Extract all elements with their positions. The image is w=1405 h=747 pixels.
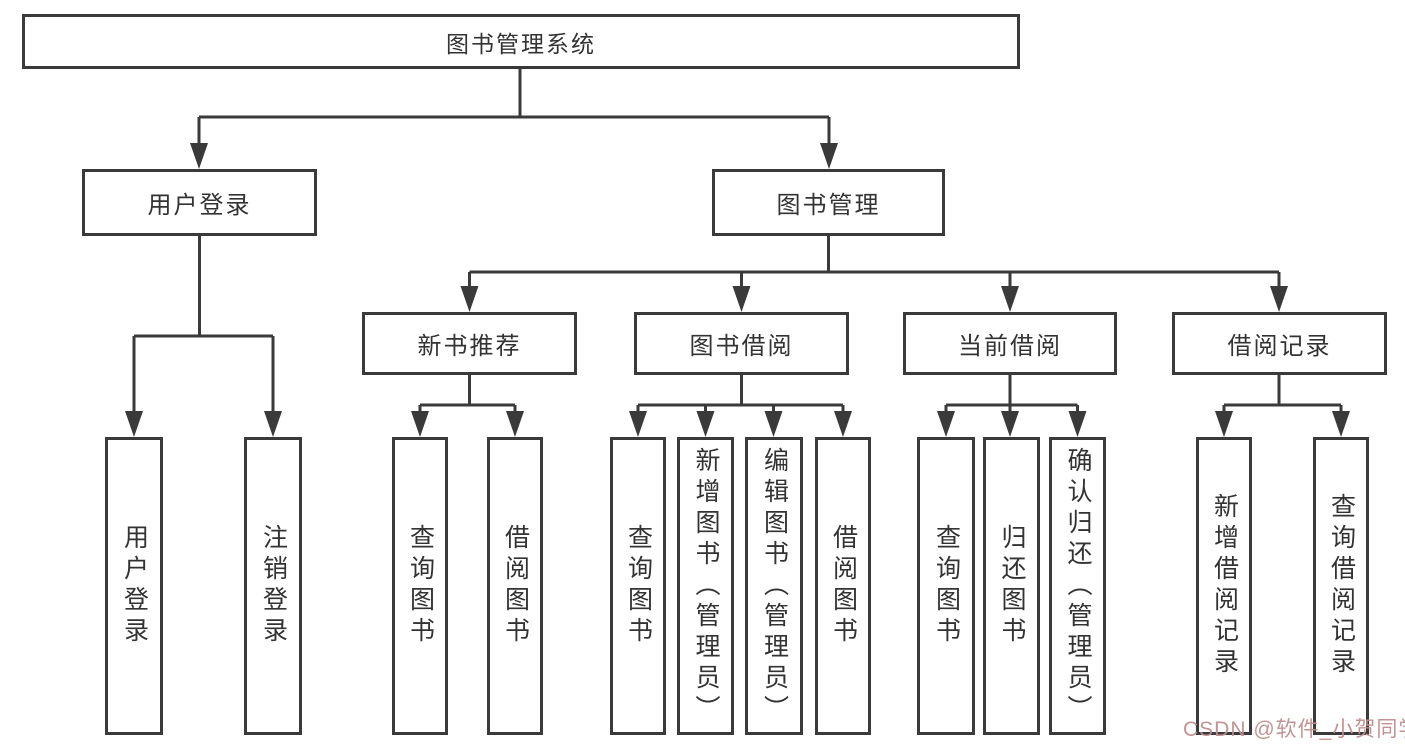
leaf-query-books-borrow: 查询图书 <box>610 437 666 735</box>
node-label: 确认归还（管理员） <box>1064 446 1092 726</box>
node-label: 新增图书（管理员） <box>692 446 720 726</box>
node-label: 归还图书 <box>998 524 1026 648</box>
node-label: 借阅记录 <box>1227 333 1332 360</box>
node-label: 图书管理 <box>776 192 881 219</box>
node-label: 编辑图书（管理员） <box>760 446 789 726</box>
node-label: 用户登录 <box>120 524 149 648</box>
node-label: 图书管理系统 <box>446 30 596 57</box>
node-book-borrowing: 图书借阅 <box>634 312 849 375</box>
node-borrowing-records: 借阅记录 <box>1172 312 1387 375</box>
node-label: 用户登录 <box>147 192 252 219</box>
node-library-management-system: 图书管理系统 <box>22 14 1020 69</box>
node-label: 借阅图书 <box>501 524 530 648</box>
leaf-query-books-current: 查询图书 <box>917 437 975 735</box>
watermark: CSDN @软件_小贺同学 <box>1183 718 1405 741</box>
leaf-query-borrow-record: 查询借阅记录 <box>1313 437 1369 735</box>
leaf-borrow-books: 借阅图书 <box>815 437 871 735</box>
leaf-borrow-books-recommend: 借阅图书 <box>487 437 543 735</box>
leaf-confirm-return-admin: 确认归还（管理员） <box>1049 437 1106 735</box>
node-label: 查询图书 <box>406 524 435 648</box>
node-label: 新增借阅记录 <box>1210 493 1239 679</box>
leaf-add-borrow-record: 新增借阅记录 <box>1196 437 1252 735</box>
node-new-book-recommendation: 新书推荐 <box>362 312 577 375</box>
node-label: 查询借阅记录 <box>1327 493 1356 679</box>
node-user-login: 用户登录 <box>82 169 317 236</box>
node-label: 新书推荐 <box>417 333 522 360</box>
leaf-return-books: 归还图书 <box>983 437 1040 735</box>
node-label: 图书借阅 <box>689 333 794 360</box>
node-label: 借阅图书 <box>829 524 858 648</box>
node-current-borrowing: 当前借阅 <box>903 312 1117 375</box>
leaf-user-login: 用户登录 <box>105 437 163 735</box>
node-label: 查询图书 <box>624 524 653 648</box>
node-label: 当前借阅 <box>958 333 1062 360</box>
node-label: 注销登录 <box>259 524 288 648</box>
node-book-management: 图书管理 <box>712 169 945 236</box>
node-label: 查询图书 <box>932 524 961 648</box>
leaf-logout: 注销登录 <box>244 437 302 735</box>
leaf-edit-books-admin: 编辑图书（管理员） <box>745 437 803 735</box>
leaf-query-books-recommend: 查询图书 <box>392 437 448 735</box>
leaf-add-books-admin: 新增图书（管理员） <box>677 437 734 735</box>
